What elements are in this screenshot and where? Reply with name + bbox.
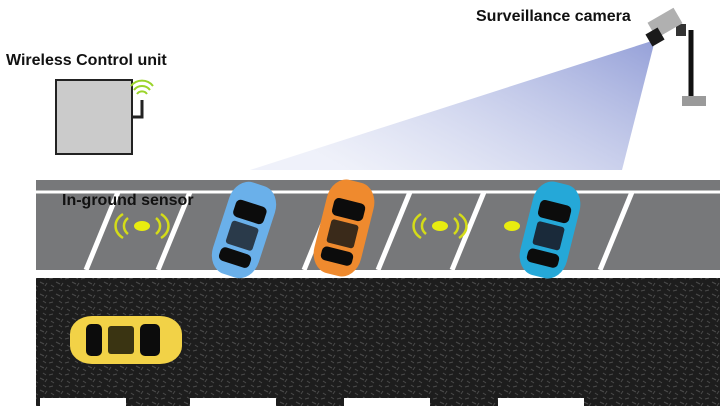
parked-car-cyan	[519, 181, 581, 279]
camera-view-cone	[250, 40, 655, 170]
in-ground-sensor-icon	[504, 221, 520, 231]
in-ground-sensor-icon	[114, 212, 170, 240]
in-ground-sensor-icon	[412, 212, 468, 240]
parked-car-orange	[313, 179, 375, 277]
surveillance-camera-label: Surveillance camera	[476, 8, 631, 25]
parked-car-blue	[211, 181, 277, 279]
control-box-icon	[55, 79, 144, 155]
in-ground-sensor-label: In-ground sensor	[62, 192, 194, 209]
surveillance-camera-icon	[645, 7, 706, 106]
driving-car-yellow	[70, 316, 182, 364]
road-lane-markings	[40, 398, 584, 406]
road-edge	[36, 270, 720, 278]
wireless-control-unit-label: Wireless Control unit	[6, 52, 167, 69]
wireless-signal-icon	[130, 79, 154, 95]
